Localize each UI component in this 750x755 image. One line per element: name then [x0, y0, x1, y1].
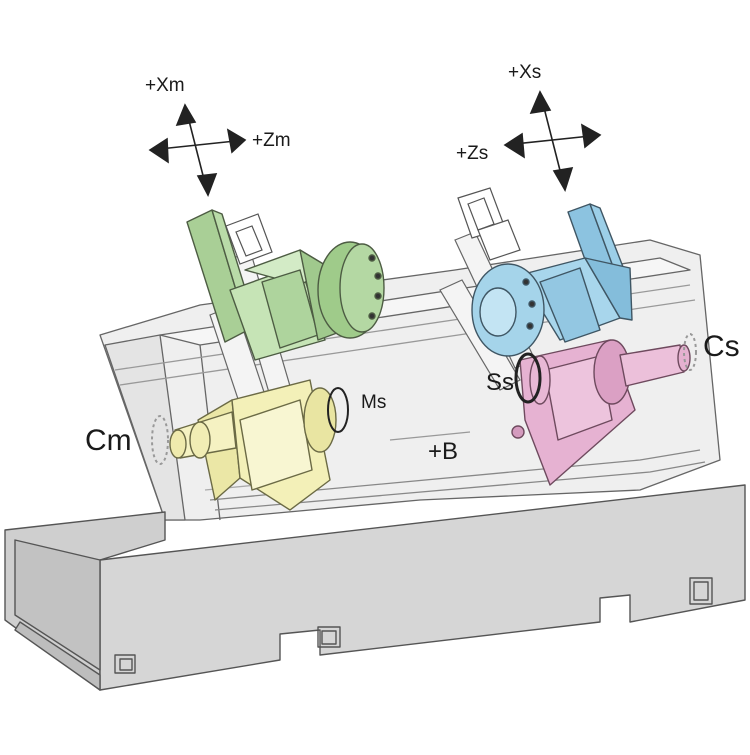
machine-base — [4, 484, 746, 691]
arrow-xm-neg-icon — [196, 173, 218, 197]
main-spindle — [169, 379, 337, 511]
axis-label-zs: +Zs — [456, 143, 489, 164]
axis-label-ss: Ss — [486, 369, 515, 396]
arrow-xm-pos-icon — [175, 103, 197, 127]
sub-head — [471, 203, 633, 357]
main-head — [186, 209, 385, 361]
rotation-arcs — [151, 333, 697, 465]
main-axis-cross — [148, 103, 247, 197]
arrow-zs-pos-icon — [580, 123, 602, 149]
axis-label-xm: +Xm — [145, 75, 185, 96]
axis-label-cm: Cm — [85, 424, 132, 457]
arrow-zm-pos-icon — [226, 128, 247, 154]
arrow-zm-neg-icon — [148, 137, 169, 164]
axis-label-zm: +Zm — [252, 130, 291, 151]
arrow-zs-neg-icon — [503, 132, 525, 159]
axis-label-cs: Cs — [703, 330, 740, 363]
axis-label-ms: Ms — [361, 392, 387, 413]
arrow-xs-pos-icon — [529, 90, 552, 115]
sub-tool-slide — [457, 187, 521, 261]
main-tool-slide — [225, 213, 273, 265]
arrow-xs-neg-icon — [552, 166, 574, 192]
axis-label-xs: +Xs — [508, 62, 542, 83]
sub-axis-cross — [503, 90, 602, 192]
axis-label-b: +B — [428, 438, 459, 465]
